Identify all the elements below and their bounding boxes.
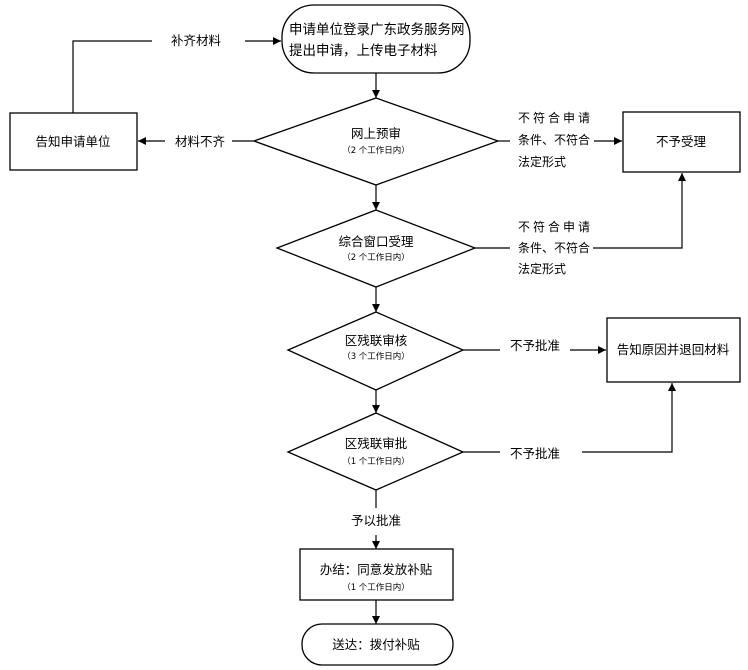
district-review-time-limit: （3 个工作日内） [342, 351, 410, 362]
notify-return-label: 告知原因并退回材料 [617, 342, 730, 357]
decision-district-approval: 区残联审批 （1 个工作日内） [286, 412, 465, 491]
deliver-label: 送达：拨付补贴 [332, 637, 420, 652]
edge-label-window-ineligible-line2: 条件、不符合 [518, 240, 590, 255]
complete-time-limit: （1 个工作日内） [342, 582, 410, 593]
edge-supplement-materials: 补齐材料 [72, 33, 281, 113]
edge-prereview-ineligible: 不符合申请 条件、不符合 法定形式 [498, 110, 622, 169]
start-text-line1: 申请单位登录广东政务服务网 [289, 22, 465, 38]
edge-supplement-segment-left [72, 40, 152, 113]
edge-label-incomplete: 材料不齐 [175, 134, 226, 149]
edge-incomplete-materials: 材料不齐 [138, 134, 254, 149]
edge-label-window-ineligible-line3: 法定形式 [518, 261, 566, 276]
start-text-line2: 提出申请，上传电子材料 [289, 43, 438, 59]
district-approval-time-limit: （1 个工作日内） [342, 456, 410, 467]
node-deliver-subsidy: 送达：拨付补贴 [301, 623, 454, 666]
edge-review-rejected: 不予批准 [463, 338, 606, 354]
notify-return-box [606, 317, 741, 383]
edge-approval-to-complete: 予以批准 [351, 490, 401, 549]
edge-approval-rejected: 不予批准 [463, 383, 676, 461]
edge-window-ineligible: 不符合申请 条件、不符合 法定形式 [475, 173, 686, 276]
edge-label-approved: 予以批准 [351, 513, 401, 528]
deliver-terminal-shape [301, 623, 454, 666]
notify-applicant-label: 告知申请单位 [35, 134, 110, 149]
not-accepted-label: 不予受理 [656, 134, 707, 149]
node-notify-applicant: 告知申请单位 [9, 112, 138, 171]
complete-box [299, 548, 454, 601]
district-review-diamond [286, 311, 465, 391]
edge-window-ineligible-arrow [593, 173, 686, 249]
node-complete-grant-subsidy: 办结：同意发放补贴 （1 个工作日内） [299, 548, 454, 601]
online-prereview-diamond [252, 97, 500, 186]
not-accepted-box [622, 111, 741, 173]
district-approval-label: 区残联审批 [345, 436, 408, 451]
decision-window-acceptance: 综合窗口受理 （2 个工作日内） [275, 209, 477, 288]
edge-label-prereview-ineligible-line1: 不符合申请 [518, 110, 590, 125]
district-review-label: 区残联审核 [345, 333, 408, 348]
complete-label: 办结：同意发放补贴 [320, 562, 433, 577]
edge-label-review-rejected: 不予批准 [510, 338, 560, 353]
online-prereview-label: 网上预审 [351, 126, 401, 141]
online-prereview-time-limit: （2 个工作日内） [342, 145, 410, 156]
node-notify-reason-return: 告知原因并退回材料 [606, 317, 741, 383]
edge-label-supplement: 补齐材料 [171, 33, 222, 48]
edge-label-window-ineligible-line1: 不符合申请 [518, 219, 590, 234]
decision-district-review: 区残联审核 （3 个工作日内） [286, 311, 465, 391]
edge-label-prereview-ineligible-line2: 条件、不符合 [518, 132, 590, 147]
edge-label-approval-rejected: 不予批准 [510, 446, 560, 461]
decision-online-prereview: 网上预审 （2 个工作日内） [252, 97, 500, 186]
window-acceptance-label: 综合窗口受理 [338, 234, 414, 249]
window-acceptance-time-limit: （2 个工作日内） [342, 252, 410, 263]
node-not-accepted: 不予受理 [622, 111, 741, 173]
district-approval-diamond [286, 412, 465, 491]
notify-applicant-box [9, 112, 138, 171]
edge-approval-rejected-arrow [582, 383, 676, 453]
start-terminal-shape [281, 4, 471, 74]
node-start-submit-application: 申请单位登录广东政务服务网 提出申请，上传电子材料 [281, 4, 471, 74]
edge-label-prereview-ineligible-line3: 法定形式 [518, 154, 566, 169]
